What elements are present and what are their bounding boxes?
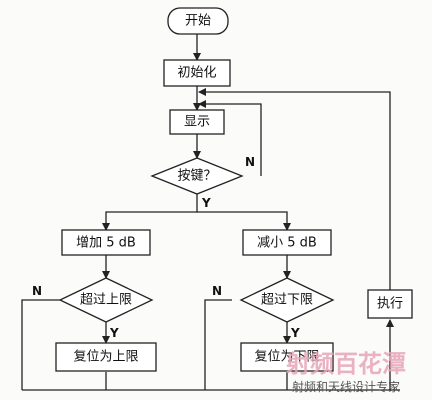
display-label: 显示 xyxy=(184,115,210,130)
dec-box xyxy=(242,229,332,256)
line-upper-no xyxy=(21,299,60,390)
lower-label: 超过下限 xyxy=(261,293,313,308)
loop-exec-display xyxy=(198,88,391,290)
line-lower-no xyxy=(204,299,232,390)
start-label: 开始 xyxy=(185,14,211,29)
key-yes-label: Y xyxy=(201,196,211,210)
key-label: 按键？ xyxy=(177,169,216,184)
exec-label: 执行 xyxy=(377,297,403,312)
reset-upper-box xyxy=(55,342,157,372)
exec-box xyxy=(367,289,413,319)
upper-no-label: N xyxy=(32,284,42,298)
reset-lower-box xyxy=(240,342,334,372)
upper-label: 超过上限 xyxy=(80,293,132,308)
lower-no-label: N xyxy=(212,284,222,298)
reset-upper-label: 复位为上限 xyxy=(73,350,138,365)
lower-yes-label: Y xyxy=(290,326,300,340)
watermark-main: 射频百花潭 xyxy=(285,350,406,378)
arrow-key-inc xyxy=(102,194,198,231)
watermark-sub: 射频和天线设计专家 xyxy=(292,379,400,394)
upper-yes-label: Y xyxy=(109,326,119,340)
lower-decision xyxy=(239,277,335,323)
inc-label: 增加 5 dB xyxy=(76,236,136,251)
arrow-key-dec xyxy=(197,211,291,231)
upper-decision xyxy=(58,277,154,323)
connectors xyxy=(21,34,400,391)
reset-lower-label: 复位为下限 xyxy=(254,350,319,365)
key-decision xyxy=(150,157,244,195)
loop-key-no xyxy=(198,100,262,176)
init-box xyxy=(163,59,231,87)
key-no-label: N xyxy=(245,155,255,169)
start-terminal xyxy=(167,7,229,35)
display-box xyxy=(169,109,225,135)
inc-box xyxy=(61,229,151,256)
dec-label: 减小 5 dB xyxy=(257,236,317,251)
init-label: 初始化 xyxy=(177,66,216,81)
